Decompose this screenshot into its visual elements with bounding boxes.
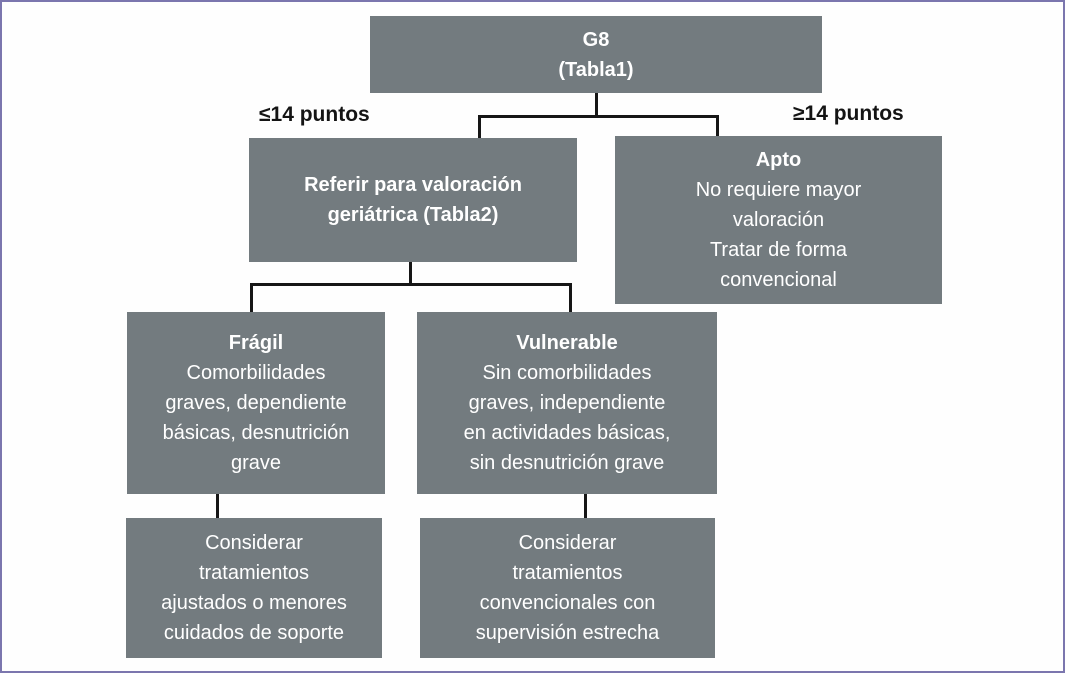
node-referir-title-line-2: geriátrica (Tabla2) bbox=[327, 204, 499, 226]
node-fragil-title: Frágil bbox=[228, 332, 284, 354]
node-apto-body-line: Tratar de forma bbox=[709, 239, 848, 261]
connector-to-referir bbox=[478, 115, 481, 138]
node-apto: Apto No requiere mayor valoración Tratar… bbox=[615, 136, 942, 304]
node-plan-vulnerable-line: tratamientos bbox=[512, 562, 623, 584]
connector-vulnerable-to-plan bbox=[584, 494, 587, 518]
node-vulnerable-body-line: en actividades básicas, bbox=[463, 422, 671, 444]
node-plan-fragil-line: ajustados o menores bbox=[161, 592, 347, 614]
branch-label-high-score: ≥14 puntos bbox=[793, 102, 904, 125]
node-vulnerable-body-line: graves, independiente bbox=[468, 392, 666, 414]
node-plan-fragil-line: cuidados de soporte bbox=[163, 622, 345, 644]
node-vulnerable: Vulnerable Sin comorbilidades graves, in… bbox=[417, 312, 717, 494]
node-vulnerable-body-line: sin desnutrición grave bbox=[469, 452, 665, 474]
node-apto-body-line: No requiere mayor bbox=[695, 179, 862, 201]
node-plan-vulnerable: Considerar tratamientos convencionales c… bbox=[420, 518, 715, 658]
branch-label-low-score: ≤14 puntos bbox=[259, 103, 370, 126]
node-apto-title: Apto bbox=[755, 149, 802, 171]
node-g8-title-line: G8 bbox=[582, 28, 610, 51]
connector-top-split-horizontal bbox=[478, 115, 719, 118]
node-g8: G8 (Tabla1) bbox=[370, 16, 822, 93]
node-fragil-body-line: grave bbox=[230, 452, 282, 474]
node-plan-fragil-line: Considerar bbox=[205, 532, 303, 554]
node-vulnerable-body-line: Sin comorbilidades bbox=[482, 362, 652, 384]
node-fragil-body-line: básicas, desnutrición bbox=[162, 422, 350, 444]
connector-to-fragil bbox=[250, 283, 253, 312]
node-vulnerable-title: Vulnerable bbox=[516, 332, 618, 354]
node-plan-vulnerable-line: Considerar bbox=[518, 532, 617, 554]
node-apto-body-line: convencional bbox=[720, 269, 837, 291]
connector-fragil-to-plan bbox=[216, 494, 219, 518]
connector-to-vulnerable bbox=[569, 283, 572, 312]
connector-referir-down bbox=[409, 262, 412, 286]
node-plan-fragil-line: tratamientos bbox=[198, 562, 310, 584]
node-plan-fragil: Considerar tratamientos ajustados o meno… bbox=[126, 518, 382, 658]
node-referir-valoracion: Referir para valoración geriátrica (Tabl… bbox=[249, 138, 577, 262]
node-plan-vulnerable-line: supervisión estrecha bbox=[475, 622, 660, 644]
node-fragil-body-line: graves, dependiente bbox=[165, 392, 347, 414]
connector-g8-down bbox=[595, 93, 598, 117]
node-apto-body-line: valoración bbox=[732, 209, 825, 231]
node-fragil: Frágil Comorbilidades graves, dependient… bbox=[127, 312, 385, 494]
node-g8-subtitle-line: (Tabla1) bbox=[558, 58, 634, 81]
connector-mid-split-horizontal bbox=[250, 283, 572, 286]
connector-to-apto bbox=[716, 115, 719, 136]
node-referir-title-line-1: Referir para valoración bbox=[304, 174, 522, 196]
node-plan-vulnerable-line: convencionales con bbox=[479, 592, 656, 614]
node-fragil-body-line: Comorbilidades bbox=[186, 362, 326, 384]
